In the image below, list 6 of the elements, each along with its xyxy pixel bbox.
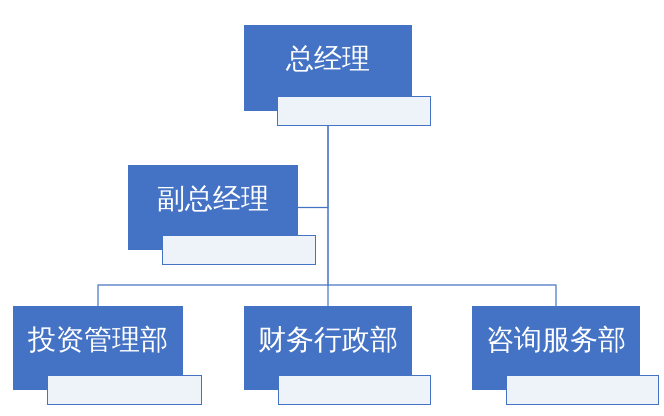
position-title: 总经理 bbox=[286, 45, 370, 73]
connector-line bbox=[327, 126, 557, 306]
position-title: 咨询服务部 bbox=[486, 326, 626, 354]
position-title: 财务行政部 bbox=[258, 326, 398, 354]
position-title: 投资管理部 bbox=[28, 326, 168, 354]
position-title: 副总经理 bbox=[157, 185, 269, 213]
